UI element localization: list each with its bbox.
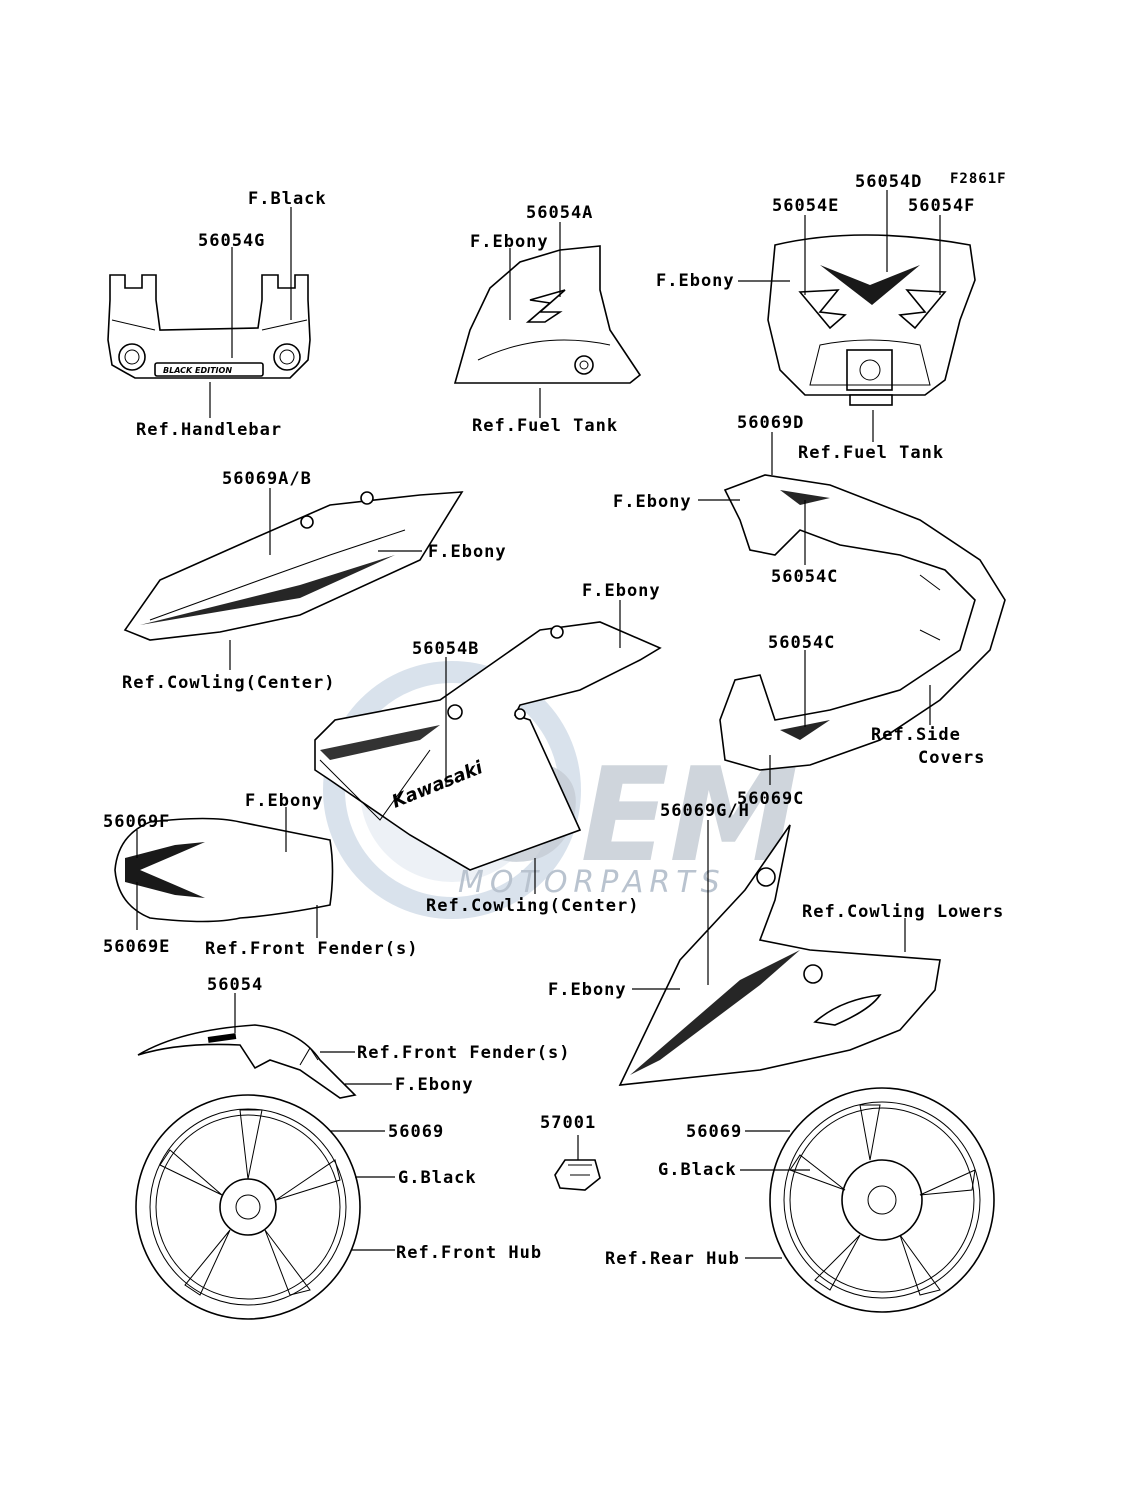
label-56054c-bottom: 56054C [768,633,835,653]
watermark-globe [323,661,581,919]
label-56054f: 56054F [908,196,975,216]
side-covers-part[interactable] [719,474,1006,771]
figure-code: F2861F [950,171,1007,187]
label-f-ebony-fender: F.Ebony [395,1075,474,1095]
handlebar-trim-part[interactable]: BLACK EDITION [107,274,311,379]
label-ref-cowling-center: Ref.Cowling(Center) [122,673,335,693]
cowling-lowers-part[interactable] [618,824,941,1086]
label-f-ebony-side: F.Ebony [613,492,692,512]
label-f-ebony-cowl: F.Ebony [428,542,507,562]
label-56069c: 56069C [737,789,804,809]
fuel-tank-cover-part[interactable] [453,245,642,384]
label-56069-rear: 56069 [686,1122,742,1142]
label-ref-fuel-tank-2: Ref.Fuel Tank [798,443,944,463]
black-edition-decal-text: BLACK EDITION [163,366,232,375]
fuel-tank-top-part[interactable] [767,234,976,406]
label-ref-front-fender-small: Ref.Front Fender(s) [205,939,418,959]
label-f-black: F.Black [248,189,327,209]
watermark-sub: MOTORPARTS [458,865,726,900]
label-57001: 57001 [540,1113,596,1133]
label-g-black-front: G.Black [398,1168,477,1188]
label-ref-handlebar: Ref.Handlebar [136,420,282,440]
label-ref-cowling-lowers: Ref.Cowling Lowers [802,902,1004,922]
label-56069-front: 56069 [388,1122,444,1142]
cowling-center-2-part[interactable]: Kawasaki [314,621,662,871]
label-ref-rear-hub: Ref.Rear Hub [605,1249,740,1269]
label-56054e: 56054E [772,196,839,216]
clip-part[interactable] [554,1159,601,1191]
label-ref-cowling-center-2: Ref.Cowling(Center) [426,896,639,916]
rear-wheel-part[interactable] [769,1087,995,1313]
label-f-ebony-fender-small: F.Ebony [245,791,324,811]
front-fender-small-part[interactable] [114,817,334,923]
label-f-ebony-tank2: F.Ebony [656,271,735,291]
label-56069e: 56069E [103,937,170,957]
label-g-black-rear: G.Black [658,1160,737,1180]
label-56054d: 56054D [855,172,922,192]
label-ref-front-fender: Ref.Front Fender(s) [357,1043,570,1063]
label-ref-side: Ref.Side [871,725,961,745]
label-56054: 56054 [207,975,263,995]
label-56054a: 56054A [526,203,593,223]
label-covers: Covers [918,748,985,768]
label-56069d: 56069D [737,413,804,433]
front-wheel-part[interactable] [135,1094,361,1320]
label-56054b: 56054B [412,639,479,659]
label-56069f: 56069F [103,812,170,832]
label-56054c-top: 56054C [771,567,838,587]
label-ref-fuel-tank: Ref.Fuel Tank [472,416,618,436]
label-ref-front-hub: Ref.Front Hub [396,1243,542,1263]
label-56054g: 56054G [198,231,265,251]
cowling-center-part[interactable] [123,491,464,641]
label-f-ebony-tank: F.Ebony [470,232,549,252]
label-f-ebony-lowers: F.Ebony [548,980,627,1000]
label-56069gh: 56069G/H [660,801,750,821]
label-f-ebony-center2: F.Ebony [582,581,661,601]
label-56069ab: 56069A/B [222,469,312,489]
front-fender-part[interactable] [137,1024,357,1099]
